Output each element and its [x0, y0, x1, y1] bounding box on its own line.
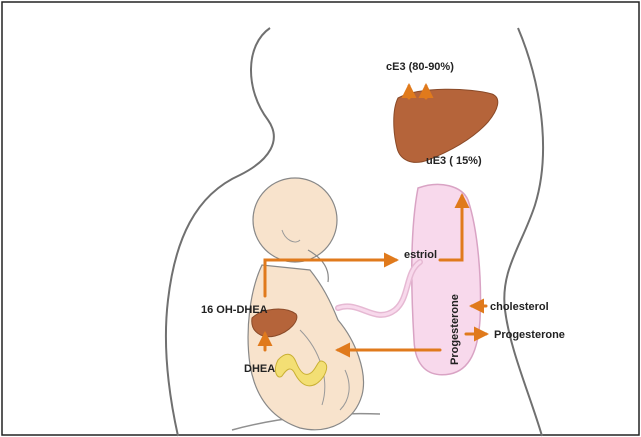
label-estriol: estriol [404, 249, 437, 261]
fetus-head [253, 178, 337, 262]
label-progesterone-output: Progesterone [494, 329, 565, 341]
label-dhea: DHEA [244, 363, 275, 375]
label-cholesterol: cholesterol [490, 301, 549, 313]
label-ue3: uE3 ( 15%) [426, 155, 482, 167]
mother-right-outline [504, 28, 543, 436]
umbilical-cord-inner [338, 262, 420, 315]
placenta [412, 184, 481, 374]
label-16oh-dhea: 16 OH-DHEA [201, 304, 268, 316]
label-progesterone-placenta: Progesterone [449, 294, 461, 365]
label-ce3: cE3 (80-90%) [386, 61, 454, 73]
maternal-liver [394, 89, 498, 162]
